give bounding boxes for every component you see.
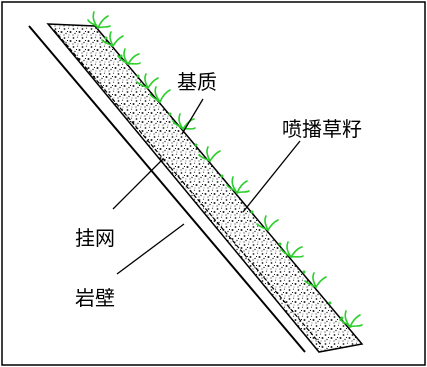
seed-dots xyxy=(104,36,344,320)
label-mesh: 挂网 xyxy=(75,226,115,250)
label-substrate: 基质 xyxy=(177,70,217,94)
leader-line-mesh xyxy=(112,158,164,210)
rock-wall-line xyxy=(28,25,306,353)
leader-line-seeding xyxy=(242,140,301,213)
leader-line-rock-wall xyxy=(116,223,185,275)
mesh-line xyxy=(53,29,323,347)
leader-line-substrate xyxy=(181,98,204,135)
substrate-layer xyxy=(46,23,364,353)
grass-seeding xyxy=(87,11,363,328)
label-rock-wall: 岩壁 xyxy=(75,286,115,310)
label-seeding: 喷播草籽 xyxy=(282,117,362,141)
